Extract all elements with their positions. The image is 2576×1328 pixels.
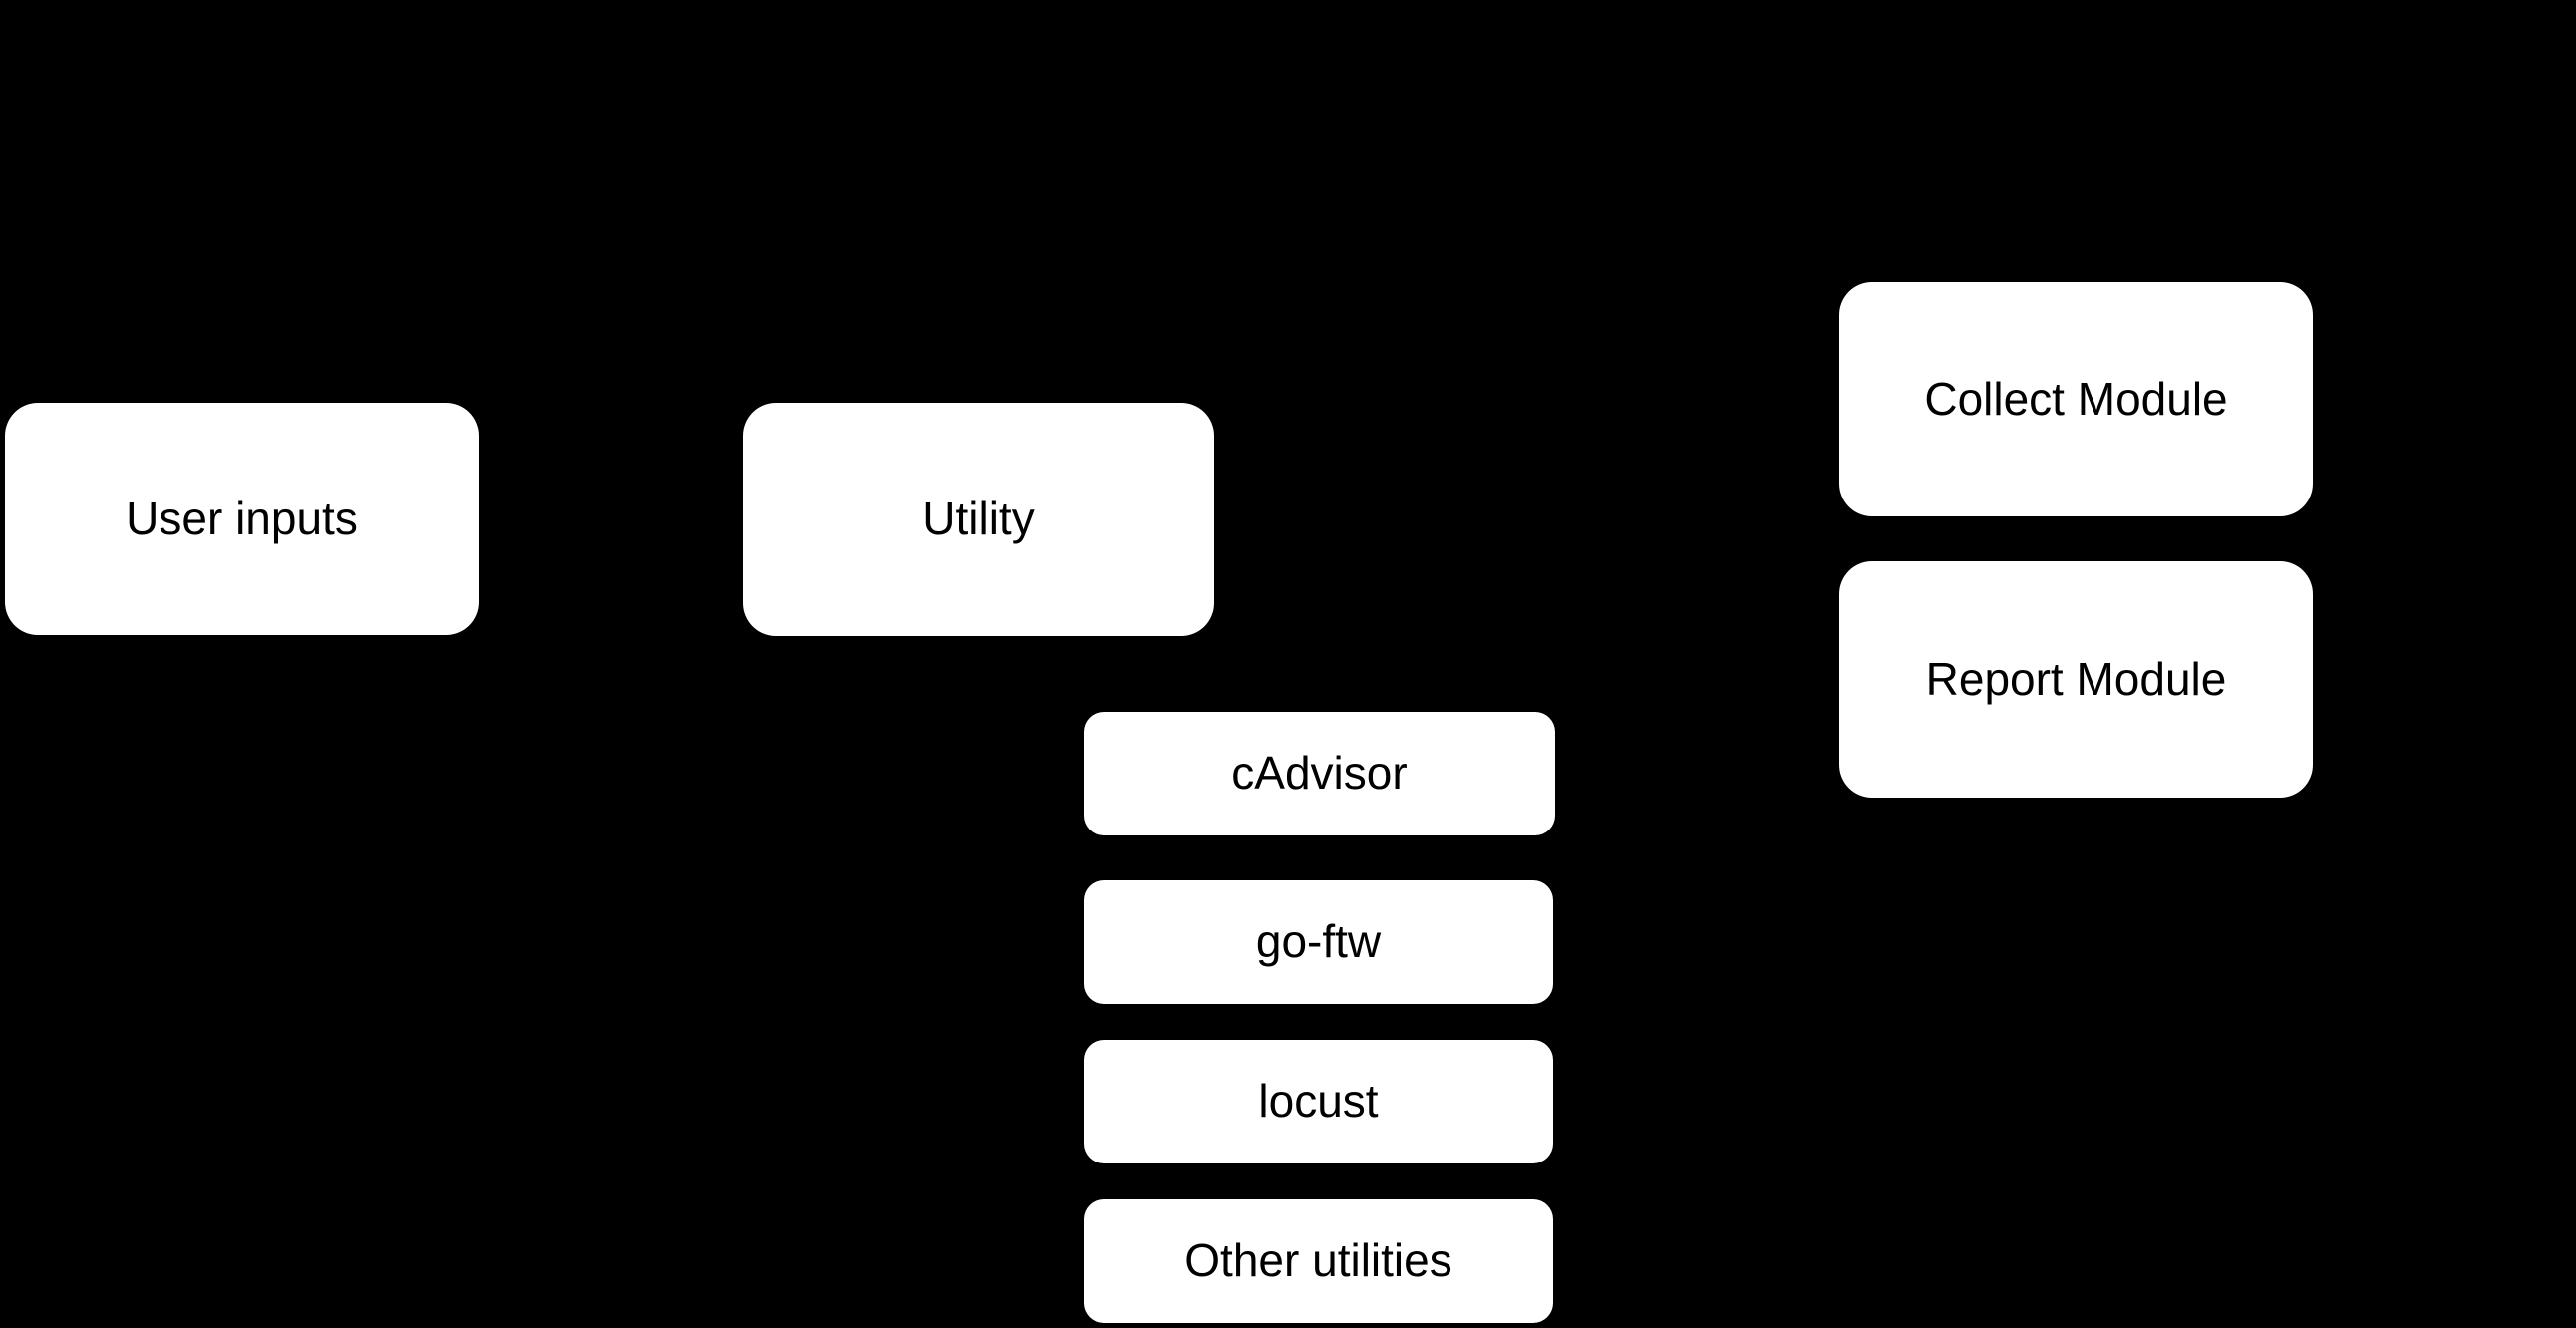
node-utility: Utility [743,403,1214,636]
node-label: cAdvisor [1231,747,1408,800]
node-go-ftw: go-ftw [1084,880,1553,1004]
node-user-inputs: User inputs [5,403,479,635]
node-label: Other utilities [1184,1234,1452,1287]
node-locust: locust [1084,1040,1553,1163]
node-label: User inputs [126,492,358,544]
node-label: Collect Module [1924,372,2228,425]
node-collect-module: Collect Module [1839,282,2313,516]
node-label: Report Module [1925,652,2227,705]
node-cadvisor: cAdvisor [1084,712,1555,835]
node-label: go-ftw [1255,915,1382,968]
node-report-module: Report Module [1839,561,2313,798]
node-label: locust [1258,1075,1379,1128]
node-label: Utility [922,493,1035,545]
node-other-utilities: Other utilities [1084,1199,1553,1323]
